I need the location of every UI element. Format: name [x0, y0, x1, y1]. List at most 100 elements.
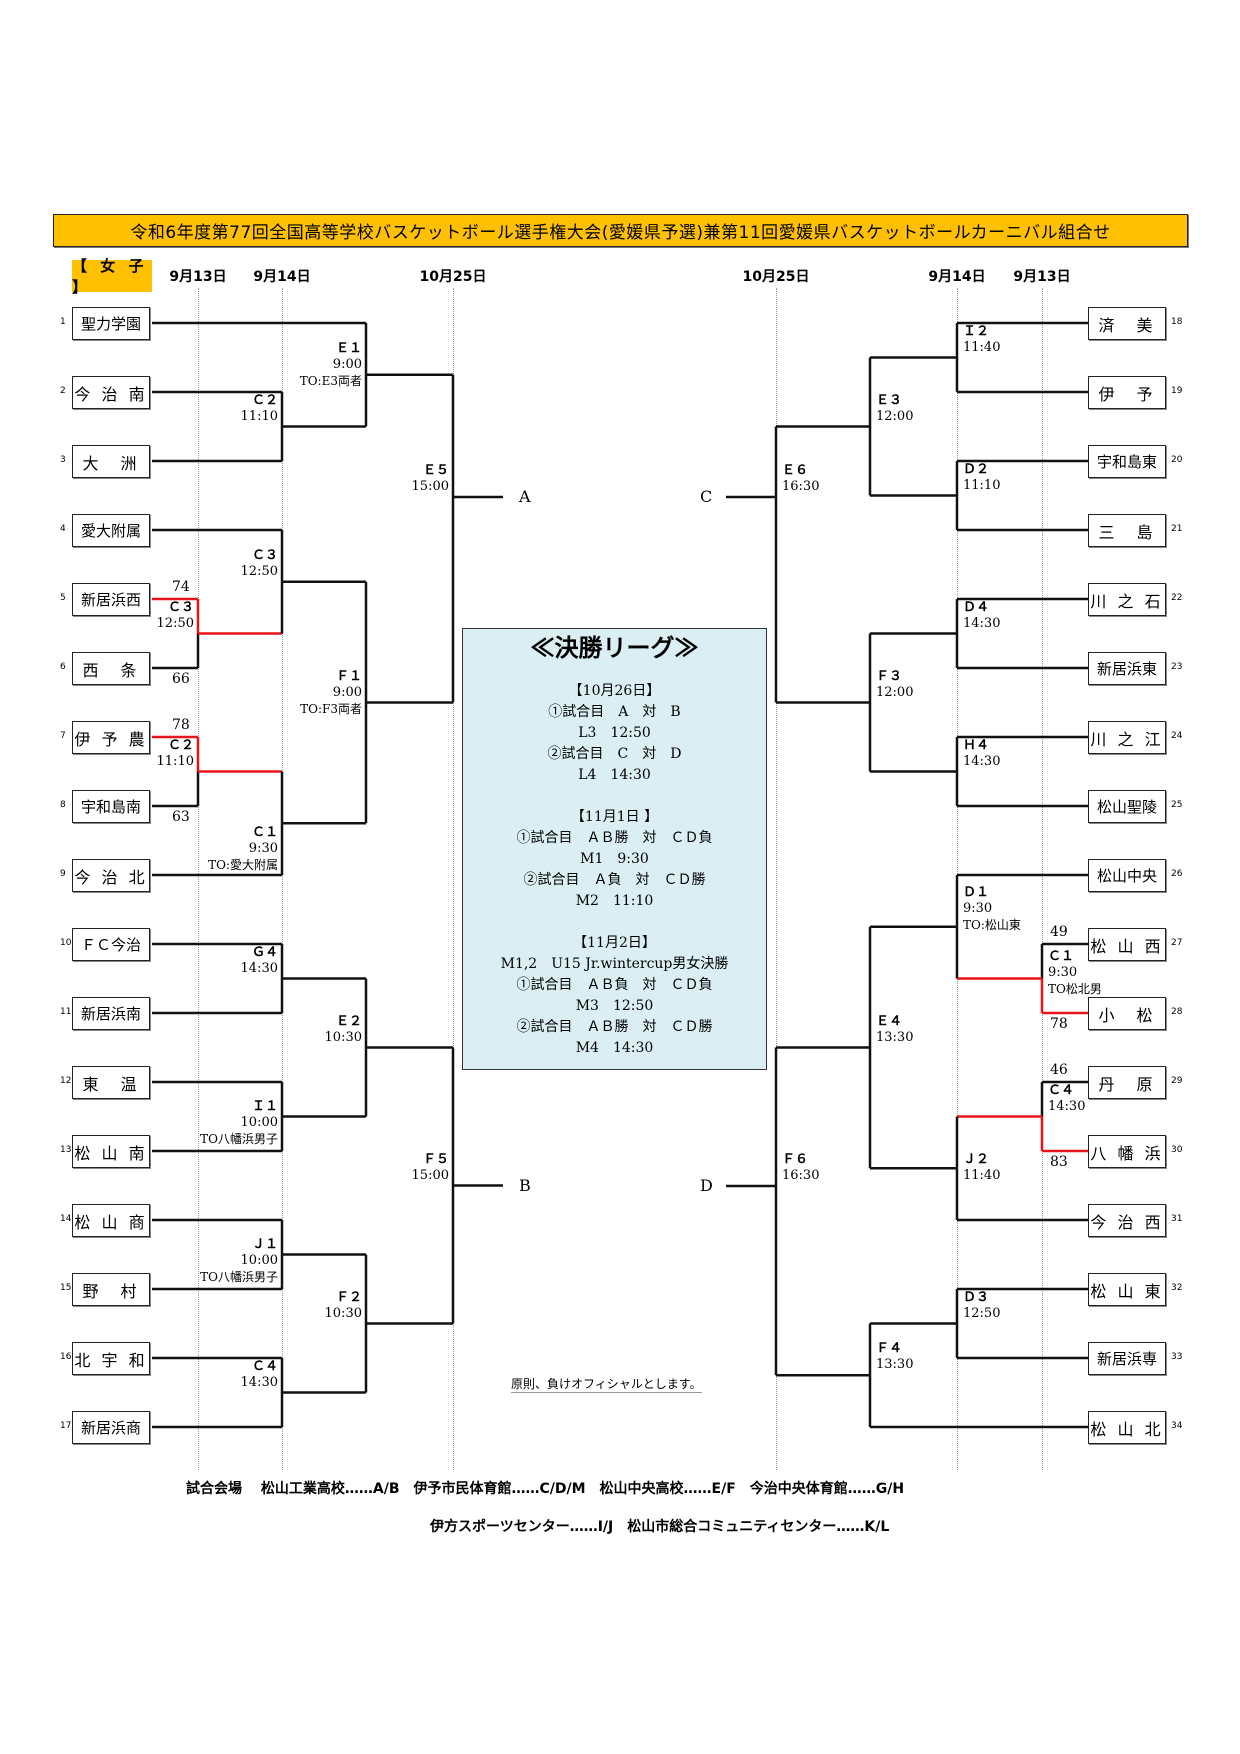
team-box[interactable]: 小 松: [1088, 997, 1166, 1030]
tournament-title: 令和6年度第77回全国高等学校バスケットボール選手権大会(愛媛県予選)兼第11回…: [53, 214, 1188, 247]
match-time: 11:10: [156, 753, 194, 769]
round-guide-line: [198, 288, 199, 1470]
match-code: Ｉ１: [251, 1098, 278, 1114]
match-time: 9:30: [1048, 964, 1078, 980]
team-box[interactable]: 新居浜専: [1088, 1342, 1166, 1375]
finals-league-box: ≪決勝リーグ≫ 【10月26日】 ①試合目 A 対 B L3 12:50 ②試合…: [462, 628, 767, 1070]
team-box[interactable]: 松山中央: [1088, 859, 1166, 892]
team-box[interactable]: 三 島: [1088, 514, 1166, 547]
team-box[interactable]: 東 温: [72, 1066, 150, 1099]
seed-number: 25: [1171, 800, 1183, 810]
team-box[interactable]: 今 治 北: [72, 859, 150, 892]
seed-number: 22: [1171, 593, 1183, 603]
match-time: 15:00: [411, 479, 449, 494]
team-box[interactable]: 松 山 商: [72, 1204, 150, 1237]
seed-number: 32: [1171, 1283, 1183, 1293]
team-box[interactable]: 今 治 西: [1088, 1204, 1166, 1237]
team-box[interactable]: 松 山 東: [1088, 1273, 1166, 1306]
match-code: Ｃ２: [167, 737, 194, 753]
team-box[interactable]: 西 条: [72, 652, 150, 685]
team-box[interactable]: 新居浜南: [72, 997, 150, 1030]
team-box[interactable]: 宇和島東: [1088, 445, 1166, 478]
match-code: Ｇ４: [251, 944, 278, 960]
match-time: 13:30: [876, 1029, 914, 1045]
finals-day: 【11月1日 】 ①試合目 ＡＢ勝 対 ＣＤ負 M1 9:30 ②試合目 Ａ負 …: [463, 807, 766, 912]
round-guide-line: [453, 288, 454, 1470]
finals-game-line: ②試合目 C 対 D: [547, 746, 682, 762]
team-box[interactable]: 川 之 石: [1088, 583, 1166, 616]
seed-number: 16: [60, 1352, 72, 1362]
seed-number: 1: [60, 317, 66, 327]
match-code: Ｅ３: [876, 392, 903, 408]
seed-number: 15: [60, 1283, 72, 1293]
team-box[interactable]: 川 之 江: [1088, 721, 1166, 754]
team-box[interactable]: 伊 予 農: [72, 721, 150, 754]
seed-number: 23: [1171, 662, 1183, 672]
match-table-officials: TO八幡浜男子: [200, 1131, 278, 1146]
team-box[interactable]: 宇和島南: [72, 790, 150, 823]
team-box[interactable]: 聖力学園: [72, 307, 150, 340]
finals-day: 【11月2日】 M1,2 U15 Jr.wintercup男女決勝 ①試合目 Ａ…: [463, 933, 766, 1059]
match-time: 16:30: [782, 1168, 820, 1183]
match-time: 9:00: [332, 684, 362, 700]
team-box[interactable]: 済 美: [1088, 307, 1166, 340]
match-code: Ｅ４: [876, 1013, 903, 1029]
match-code: Ｃ２: [251, 392, 278, 408]
team-box[interactable]: 松 山 南: [72, 1135, 150, 1168]
match-table-officials: TO:松山東: [963, 917, 1021, 932]
match-time: 14:30: [1048, 1098, 1086, 1114]
match-time: 11:40: [963, 339, 1001, 355]
seed-number: 5: [60, 593, 66, 603]
team-box[interactable]: 北 宇 和: [72, 1342, 150, 1375]
team-box[interactable]: 新居浜東: [1088, 652, 1166, 685]
date-label-left-r2: 9月14日: [253, 269, 311, 285]
bracket-slot-label: B: [519, 1175, 531, 1195]
team-box[interactable]: 松 山 北: [1088, 1411, 1166, 1444]
venue-list-line2: 伊方スポーツセンター……I/J 松山市総合コミュニティセンター……K/L: [430, 1519, 890, 1535]
seed-number: 14: [60, 1214, 72, 1224]
match-code: Ｉ２: [963, 323, 990, 339]
team-box[interactable]: ＦＣ今治: [72, 928, 150, 961]
seed-number: 28: [1171, 1007, 1183, 1017]
seed-number: 2: [60, 386, 66, 396]
match-code: Ｄ１: [963, 884, 990, 900]
team-box[interactable]: 今 治 南: [72, 376, 150, 409]
match-code: Ｄ４: [963, 599, 990, 615]
team-box[interactable]: 野 村: [72, 1273, 150, 1306]
match-time: 11:40: [963, 1168, 1001, 1184]
team-box[interactable]: 松山聖陵: [1088, 790, 1166, 823]
seed-number: 8: [60, 800, 66, 810]
match-code: Ｃ３: [251, 547, 278, 563]
division-badge: 【 女 子 】: [72, 257, 152, 296]
team-box[interactable]: 愛大附属: [72, 514, 150, 547]
match-time: 9:30: [248, 841, 278, 857]
match-table-officials: TO:F3両者: [300, 701, 362, 716]
team-box[interactable]: 八 幡 浜: [1088, 1135, 1166, 1168]
team-box[interactable]: 松 山 西: [1088, 928, 1166, 961]
team-box[interactable]: 大 洲: [72, 445, 150, 478]
match-code: Ｅ５: [422, 463, 449, 478]
match-time: 10:30: [324, 1305, 362, 1321]
seed-number: 12: [60, 1076, 72, 1086]
finals-game-line: M1 9:30: [580, 851, 649, 867]
seed-number: 4: [60, 524, 66, 534]
team-box[interactable]: 新居浜西: [72, 583, 150, 616]
match-code: Ｆ３: [876, 668, 903, 684]
team-box[interactable]: 新居浜商: [72, 1411, 150, 1444]
match-code: Ｄ２: [963, 461, 990, 477]
team-box[interactable]: 伊 予: [1088, 376, 1166, 409]
match-time: 12:50: [963, 1305, 1001, 1321]
team-box[interactable]: 丹 原: [1088, 1066, 1166, 1099]
seed-number: 34: [1171, 1421, 1183, 1431]
match-table-officials: TO松北男: [1048, 981, 1102, 996]
match-time: 11:10: [963, 477, 1001, 493]
